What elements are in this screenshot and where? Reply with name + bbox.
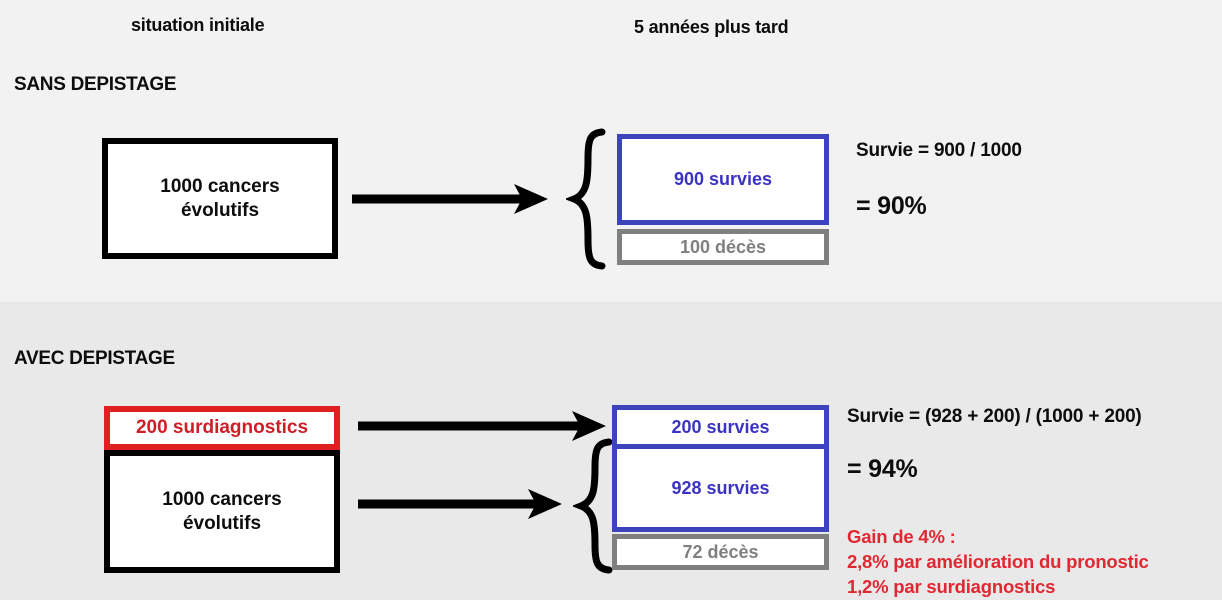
arrow-sans-depistage — [352, 182, 548, 216]
box-200-surdiagnostics: 200 surdiagnostics — [104, 406, 340, 450]
column-header-5-annees-plus-tard: 5 années plus tard — [634, 17, 789, 37]
box-900-survies-outer: 900 survies — [617, 134, 829, 225]
annotation-gain-line-2: 2,8% par amélioration du pronostic — [847, 551, 1149, 573]
box-200-survies: 200 survies — [617, 410, 824, 444]
box-label-line1: 1000 cancers — [160, 176, 280, 198]
brace-sans-depistage — [566, 128, 606, 270]
box-1000-cancers-evolutifs-avec: 1000 cancers évolutifs — [104, 450, 340, 573]
arrow-surdiagnostics — [358, 409, 606, 443]
annotation-survie-result-avec: = 94% — [847, 455, 918, 483]
section-title-avec-depistage: AVEC DEPISTAGE — [14, 348, 175, 369]
box-1000-cancers-evolutifs-sans: 1000 cancers évolutifs — [102, 138, 338, 259]
box-label-line2: évolutifs — [180, 199, 260, 221]
annotation-gain-block: Gain de 4% : 2,8% par amélioration du pr… — [847, 524, 1149, 599]
brace-avec-depistage — [573, 438, 613, 574]
box-100-deces: 100 décès — [617, 229, 829, 265]
box-72-deces: 72 décès — [612, 534, 829, 570]
box-label-line2: évolutifs — [182, 512, 262, 534]
box-label-line1: 1000 cancers — [162, 489, 282, 511]
box-900-survies: 900 survies — [622, 139, 824, 220]
arrow-avec-depistage — [358, 487, 562, 521]
annotation-survie-formula-avec: Survie = (928 + 200) / (1000 + 200) — [847, 406, 1142, 427]
annotation-gain-line-1: Gain de 4% : — [847, 526, 956, 547]
box-928-survies: 928 survies — [617, 449, 824, 527]
annotation-gain-line-3: 1,2% par surdiagnostics — [847, 576, 1056, 598]
section-title-sans-depistage: SANS DEPISTAGE — [14, 74, 177, 95]
annotation-survie-result-sans: = 90% — [856, 192, 927, 220]
column-header-situation-initiale: situation initiale — [131, 15, 265, 35]
box-survies-group-outer: 200 survies 928 survies — [612, 405, 829, 532]
annotation-survie-formula-sans: Survie = 900 / 1000 — [856, 140, 1022, 161]
